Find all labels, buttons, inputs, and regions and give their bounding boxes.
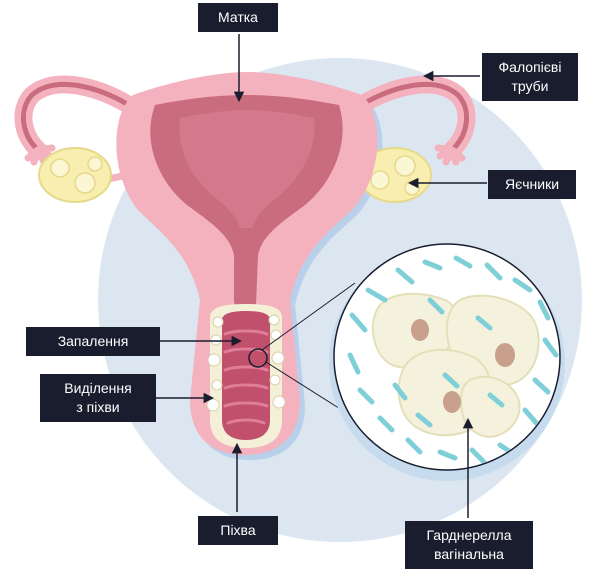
label-gardnerella-line1: Гарднерелла bbox=[426, 527, 512, 543]
label-fallopian-tubes-line2: труби bbox=[511, 78, 549, 94]
label-uterus-text: Матка bbox=[218, 9, 258, 25]
cervix bbox=[234, 255, 256, 307]
magnified-view bbox=[329, 243, 565, 481]
vaginal-canal bbox=[206, 304, 286, 448]
uterine-cavity-highlight bbox=[179, 110, 315, 228]
label-fallopian-tubes: Фалопієві труби bbox=[482, 53, 578, 101]
label-vagina-text: Піхва bbox=[220, 522, 256, 538]
label-discharge-line1: Виділення bbox=[64, 380, 132, 396]
label-gardnerella-line2: вагінальна bbox=[434, 546, 504, 562]
callout-arrows bbox=[155, 34, 487, 518]
label-uterus: Матка bbox=[198, 3, 278, 32]
label-ovaries-text: Яєчники bbox=[504, 176, 560, 192]
bacteria bbox=[347, 255, 559, 465]
ovaries bbox=[38, 147, 432, 203]
right-ovary bbox=[358, 147, 432, 203]
cell-nuclei bbox=[411, 319, 515, 413]
label-vagina: Піхва bbox=[198, 516, 278, 545]
discharge-spots bbox=[206, 314, 286, 412]
label-inflammation: Запалення bbox=[26, 327, 160, 356]
label-inflammation-text: Запалення bbox=[57, 333, 129, 349]
magnifier-connector bbox=[248, 282, 356, 413]
label-ovaries: Яєчники bbox=[488, 170, 576, 199]
left-ovary bbox=[38, 147, 112, 203]
label-discharge-line2: з піхви bbox=[76, 399, 120, 415]
label-fallopian-tubes-line1: Фалопієві bbox=[498, 59, 562, 75]
label-gardnerella: Гарднерелла вагінальна bbox=[405, 521, 533, 569]
label-discharge: Виділення з піхви bbox=[40, 374, 156, 422]
